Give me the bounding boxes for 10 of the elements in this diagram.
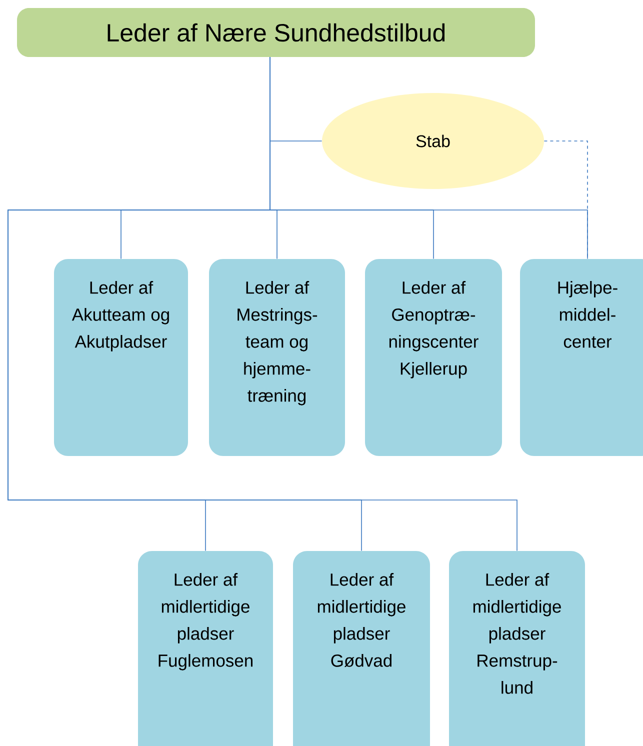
unit-box: Leder af Genoptræ- ningscenter Kjellerup [365,259,502,456]
title-box: Leder af Nære Sundhedstilbud [17,8,535,57]
unit-box: Leder af midlertidige pladser Gødvad [293,551,430,746]
unit-box: Leder af midlertidige pladser Fuglemosen [138,551,273,746]
connector-line [8,56,518,552]
unit-box: Leder af Mestrings- team og hjemme- træning [209,259,345,456]
unit-box: Leder af midlertidige pladser Remstrup- lund [449,551,585,746]
unit-box: Hjælpe- middel- center [520,259,643,456]
unit-box: Leder af Akutteam og Akutpladser [54,259,188,456]
connector-line [544,140,588,260]
